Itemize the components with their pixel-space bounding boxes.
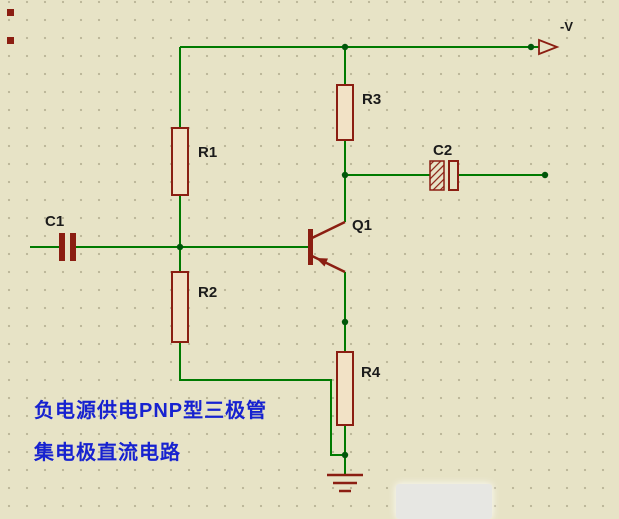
- capacitor-c1-plate-left: [59, 233, 65, 261]
- label-r4: R4: [361, 364, 381, 381]
- transistor-collector-leg: [311, 220, 346, 240]
- label-c1: C1: [45, 213, 64, 230]
- transistor-pnp-arrow-icon: [316, 258, 328, 267]
- caption-line-2: 集电极直流电路: [34, 442, 181, 464]
- marker-icon: [7, 9, 14, 16]
- resistor-r2-body: [171, 271, 189, 343]
- junction-dot: [341, 451, 349, 459]
- label-power-terminal: -V: [560, 19, 573, 34]
- label-r1: R1: [198, 144, 217, 161]
- transistor-q1: [308, 220, 346, 274]
- power-terminal-icon: [538, 38, 560, 56]
- wire-r2-to-ground: [179, 342, 345, 456]
- label-q1: Q1: [352, 217, 372, 234]
- junction-dot: [541, 171, 549, 179]
- caption-line-1: 负电源供电PNP型三极管: [34, 400, 268, 422]
- label-c2: C2: [433, 142, 452, 159]
- capacitor-c1-plate-right: [70, 233, 76, 261]
- transistor-base-bar: [308, 229, 313, 265]
- ground-icon: [327, 473, 363, 493]
- marker-icon: [7, 37, 14, 44]
- resistor-r3-body: [336, 84, 354, 141]
- junction-dot: [341, 43, 349, 51]
- resistor-r4-body: [336, 351, 354, 426]
- junction-dot: [527, 43, 535, 51]
- resistor-r1-body: [171, 127, 189, 196]
- junction-dots: [176, 43, 549, 459]
- capacitor-c1: [59, 233, 76, 261]
- capacitor-c2: [429, 160, 459, 191]
- label-r3: R3: [362, 91, 381, 108]
- edge-markers: [7, 9, 14, 44]
- resistors: [171, 84, 354, 426]
- capacitor-c2-plate-plain: [448, 160, 459, 191]
- label-r2: R2: [198, 284, 217, 301]
- wires: [30, 46, 545, 474]
- watermark: [396, 484, 492, 519]
- junction-dot: [341, 171, 349, 179]
- capacitor-c2-plate-hatched: [429, 160, 445, 191]
- junction-dot: [176, 243, 184, 251]
- junction-dot: [341, 318, 349, 326]
